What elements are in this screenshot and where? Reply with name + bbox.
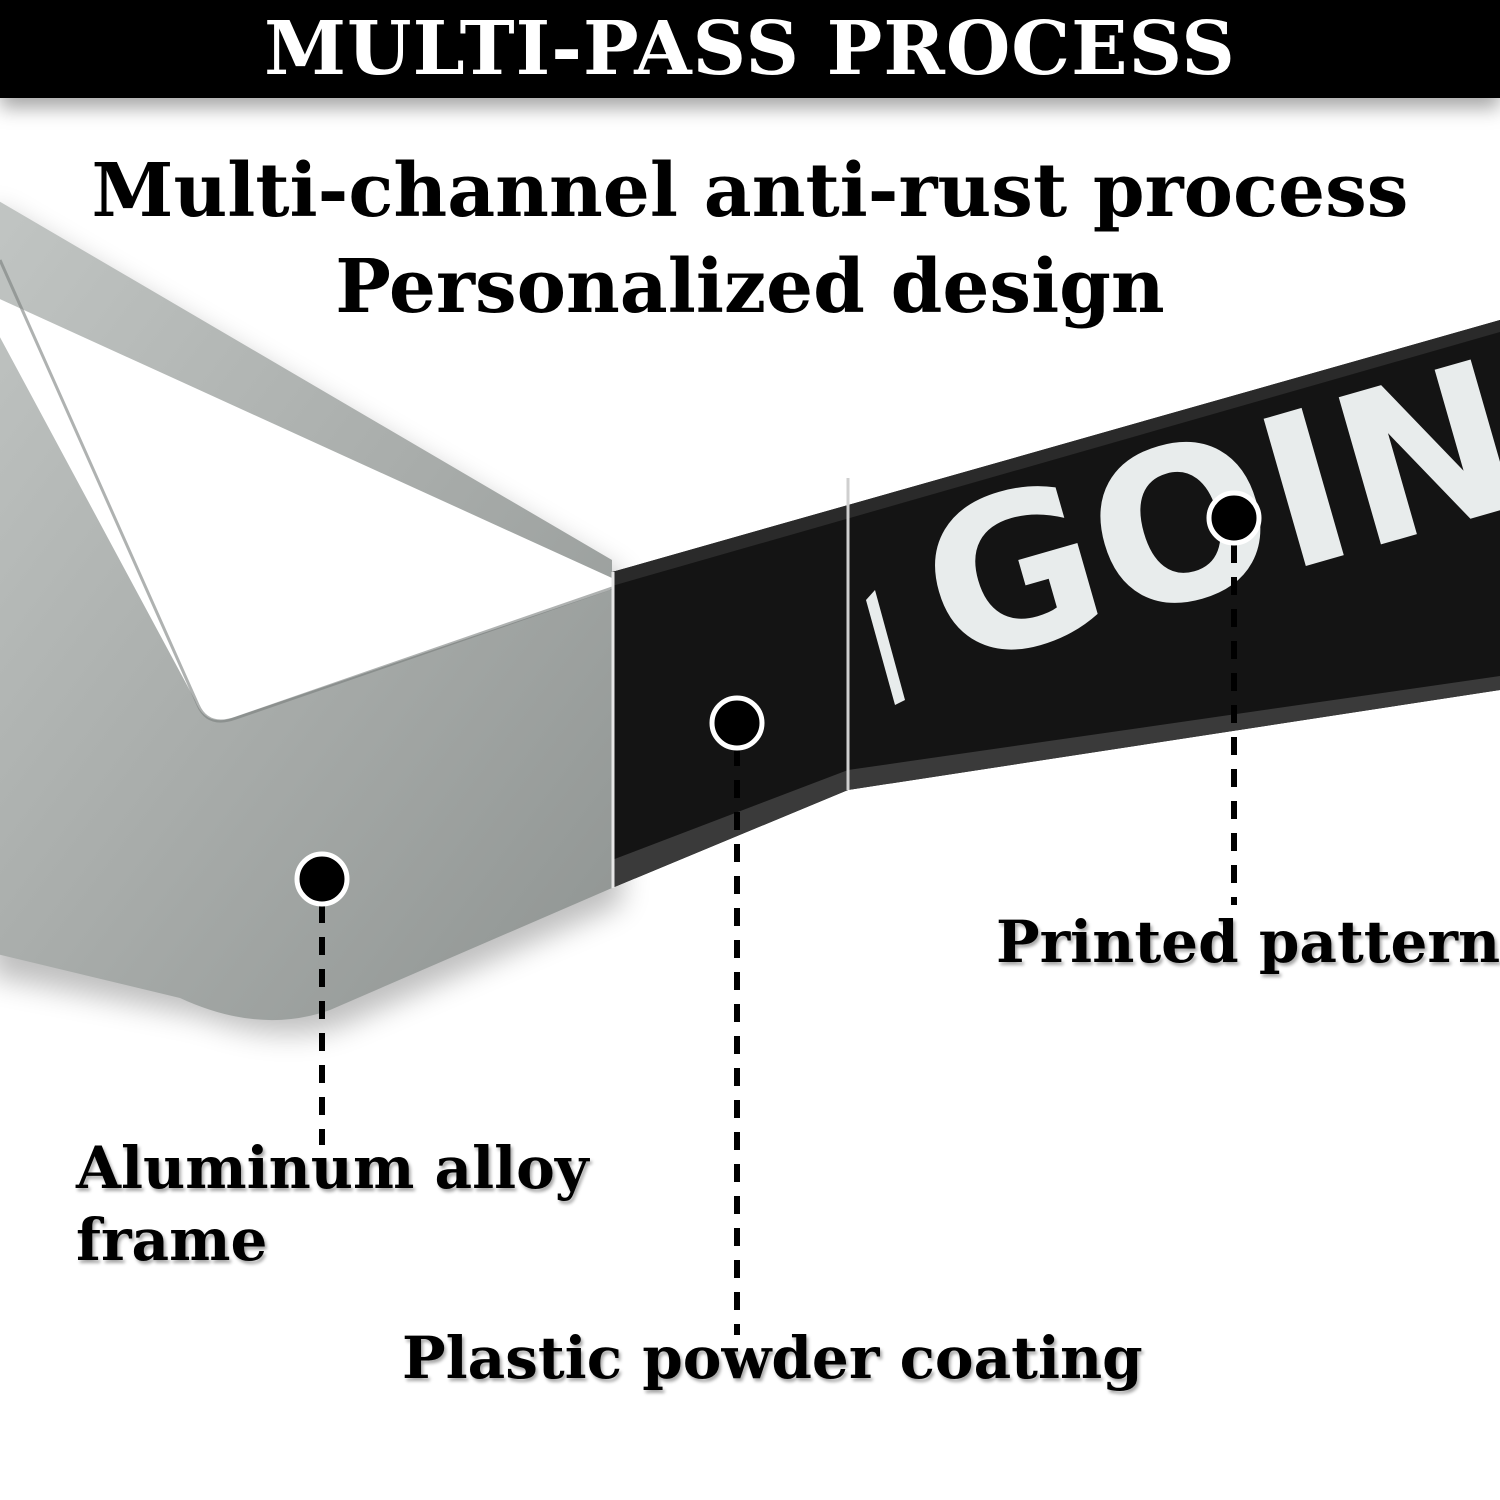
banner-title: MULTI-PASS PROCESS	[264, 6, 1236, 92]
pattern-callout-label: Printed pattern	[996, 908, 1500, 976]
subtitle-line-1: Multi-channel anti-rust process	[91, 148, 1409, 234]
frame-marker-icon	[294, 851, 350, 907]
frame-callout-line-2: frame	[76, 1206, 268, 1274]
frame-callout-label: Aluminum alloy frame	[76, 1132, 589, 1276]
subtitle-line-2: Personalized design	[335, 244, 1165, 330]
coating-marker-icon	[709, 695, 765, 751]
powder-coated-strip	[612, 320, 1500, 888]
header-banner: MULTI-PASS PROCESS	[0, 0, 1500, 98]
pattern-marker-icon	[1206, 490, 1262, 546]
coating-callout-label: Plastic powder coating	[402, 1324, 1143, 1392]
frame-opening	[0, 299, 612, 721]
frame-callout-line-1: Aluminum alloy	[76, 1134, 589, 1202]
